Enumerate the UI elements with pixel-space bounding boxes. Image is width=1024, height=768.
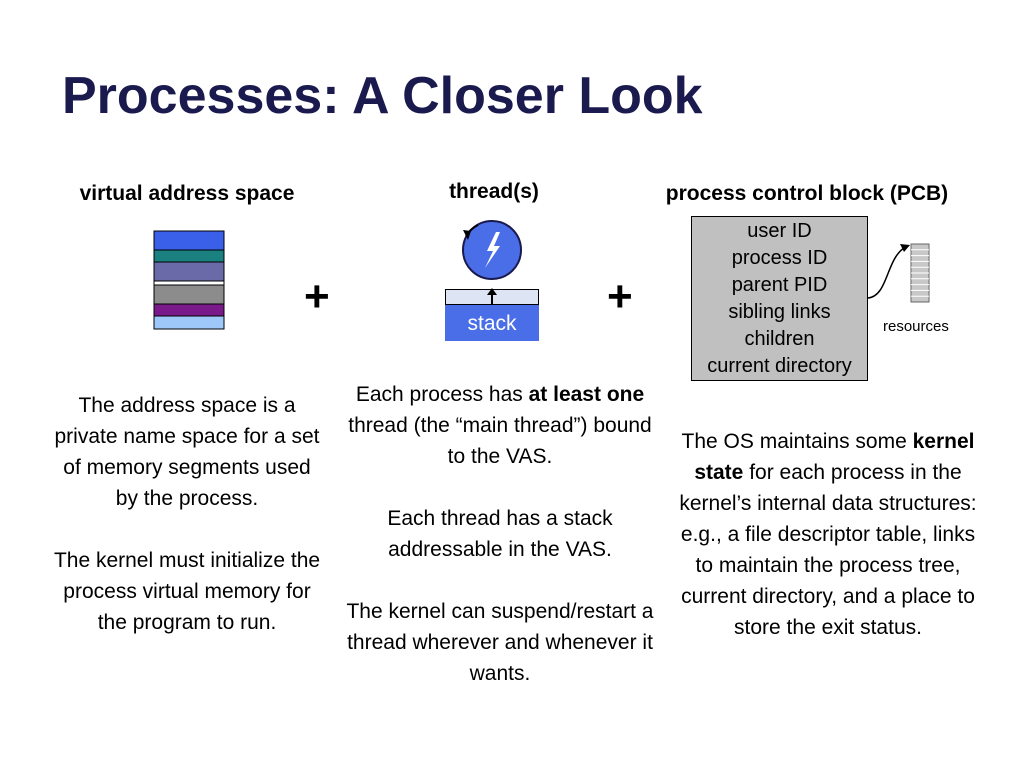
resources-label: resources (883, 318, 949, 335)
vas-paragraph: The address space is a private name spac… (54, 394, 320, 510)
pcb-field: user ID (747, 220, 812, 242)
thread-header: thread(s) (449, 180, 539, 203)
memory-segment (153, 284, 225, 305)
memory-segment (153, 230, 225, 251)
memory-segment (153, 303, 225, 317)
thread-lightning-icon (462, 220, 522, 280)
vas-header: virtual address space (79, 182, 295, 205)
slide-title: Processes: A Closer Look (62, 67, 703, 125)
memory-segment (153, 261, 225, 282)
pcb-field: parent PID (731, 274, 828, 296)
pcb-field: process ID (731, 247, 828, 269)
vas-description: The address space is a private name spac… (50, 390, 324, 638)
bold-phrase: at least one (528, 383, 645, 406)
bold-phrase: kernel state (694, 430, 975, 484)
thread-paragraph: The kernel can suspend/restart a thread … (346, 600, 654, 685)
pcb-field: current directory (707, 355, 852, 377)
pcb-field: sibling links (728, 301, 831, 323)
vas-paragraph: The kernel must initialize the process v… (53, 549, 321, 634)
stack-pointer-arrow-icon (487, 288, 497, 304)
plus-sign: + (607, 272, 633, 321)
thread-paragraph: Each thread has a stack addressable in t… (387, 507, 613, 561)
thread-description: Each process has at least one thread (th… (340, 379, 660, 689)
address-space-diagram (153, 230, 225, 330)
resources-link-arrow (867, 244, 910, 299)
memory-segment (153, 280, 225, 286)
pcb-field: children (744, 328, 815, 350)
plus-sign: + (304, 272, 330, 321)
pcb-header: process control block (PCB) (665, 182, 949, 205)
pcb-paragraph: The OS maintains some kernel state for e… (679, 430, 977, 639)
resources-table-icon (910, 243, 930, 303)
thread-paragraph: Each process has at least one thread (th… (348, 383, 652, 468)
stack-label: stack (445, 304, 539, 341)
memory-segment (153, 315, 225, 330)
pcb-description: The OS maintains some kernel state for e… (678, 426, 978, 643)
pcb-box: user ID process ID parent PID sibling li… (691, 216, 868, 381)
memory-segment (153, 249, 225, 263)
